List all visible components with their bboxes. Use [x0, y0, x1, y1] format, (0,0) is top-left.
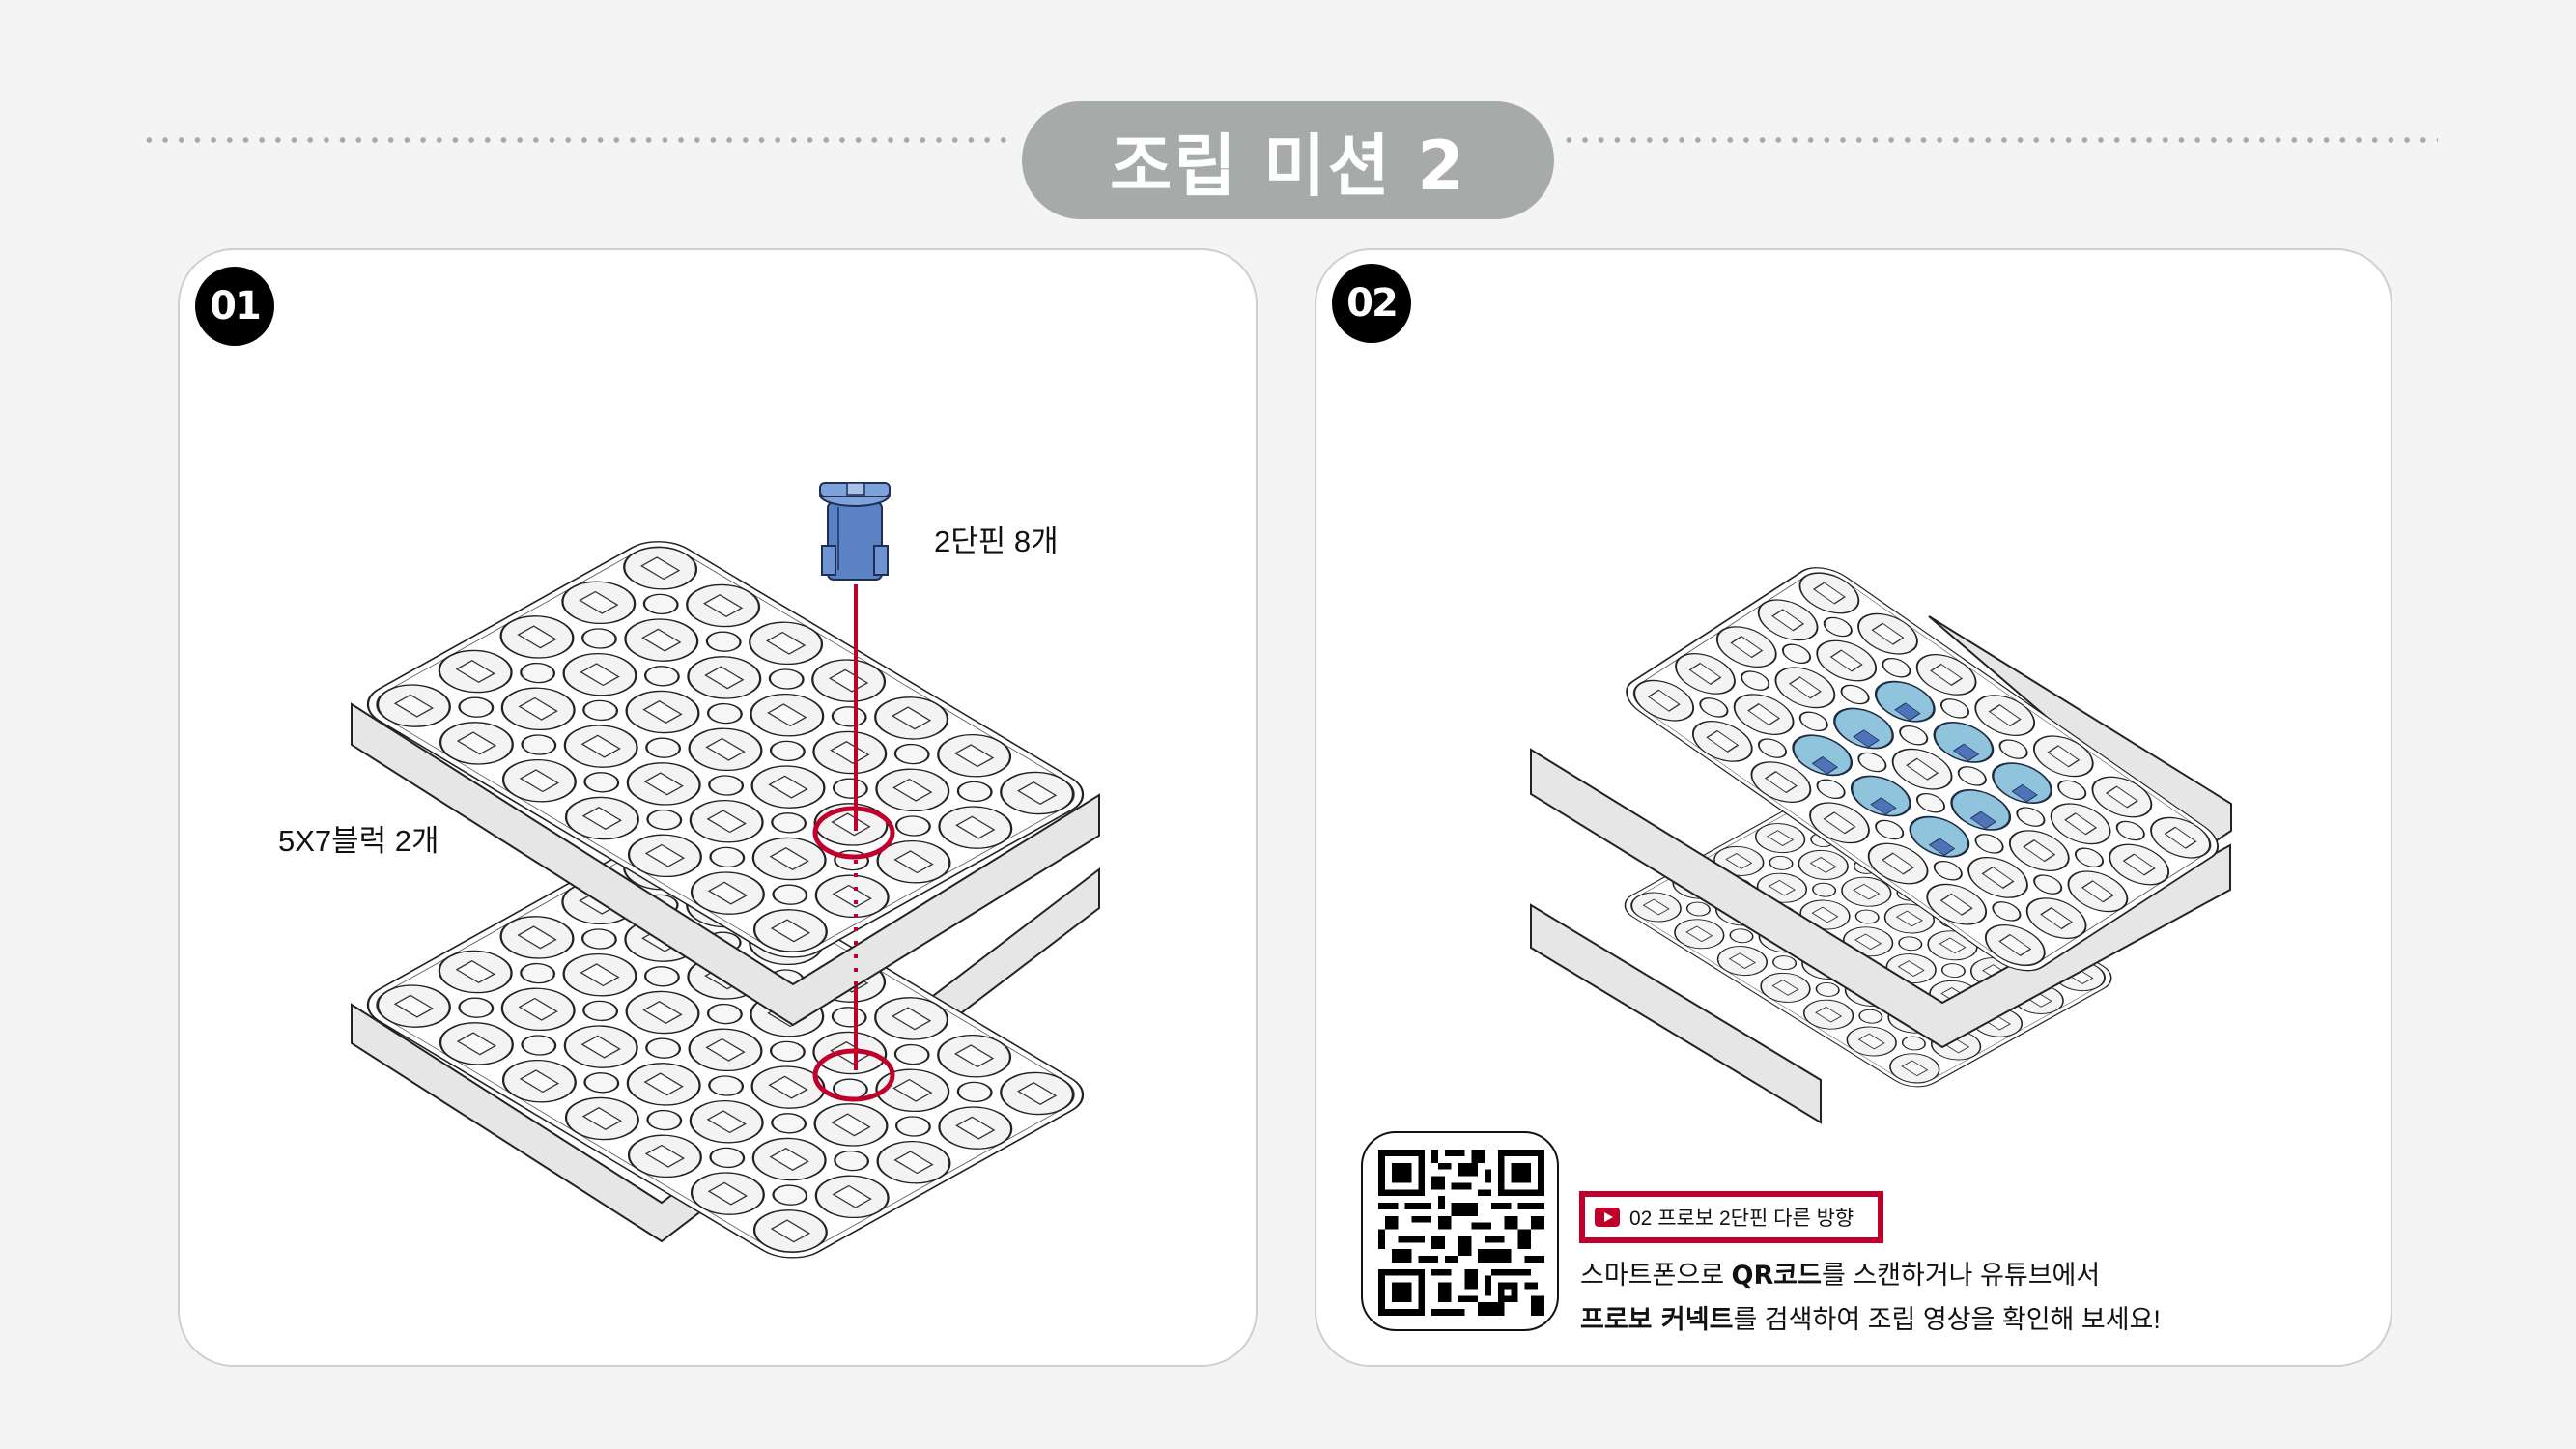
step-badge-1: 01: [195, 267, 274, 346]
block-5x7-lower: [350, 831, 1101, 1268]
step-badge-2: 02: [1332, 264, 1411, 343]
dotted-divider-right: [1561, 137, 2438, 143]
qr-code[interactable]: [1361, 1131, 1559, 1331]
qr-code-icon: [1378, 1150, 1544, 1316]
dotted-divider-left: [141, 137, 1015, 143]
block-5x7-upper: [350, 530, 1101, 1027]
pin-quantity-label: 2단핀 8개: [934, 525, 1059, 558]
guide-line-2: 프로보 커넥트를 검색하여 조립 영상을 확인해 보세요!: [1580, 1305, 2161, 1335]
target-circle-lower: [812, 1048, 895, 1102]
search-keyword: 프로보 커넥트: [1580, 1305, 1734, 1335]
block-quantity-label: 5X7블럭 2개: [278, 824, 439, 858]
video-title: 02 프로보 2단핀 다른 방향: [1629, 1208, 1854, 1230]
qr-code-keyword: QR코드: [1731, 1261, 1822, 1291]
inserted-pins: [1793, 681, 2052, 857]
mission-title-pill: 조립 미션 2: [1022, 101, 1554, 219]
guide-line-1: 스마트폰으로 QR코드를 스캔하거나 유튜브에서: [1580, 1261, 2101, 1291]
block-5x7-back: [1530, 615, 2232, 1124]
video-title-box[interactable]: 02 프로보 2단핀 다른 방향: [1579, 1191, 1883, 1243]
two-stage-pin-icon: [819, 482, 891, 581]
page-title: 조립 미션 2: [1109, 126, 1467, 206]
block-5x7-front-with-pins: [1530, 558, 2232, 1049]
target-circle-upper: [812, 806, 895, 860]
youtube-play-icon: [1595, 1208, 1620, 1227]
